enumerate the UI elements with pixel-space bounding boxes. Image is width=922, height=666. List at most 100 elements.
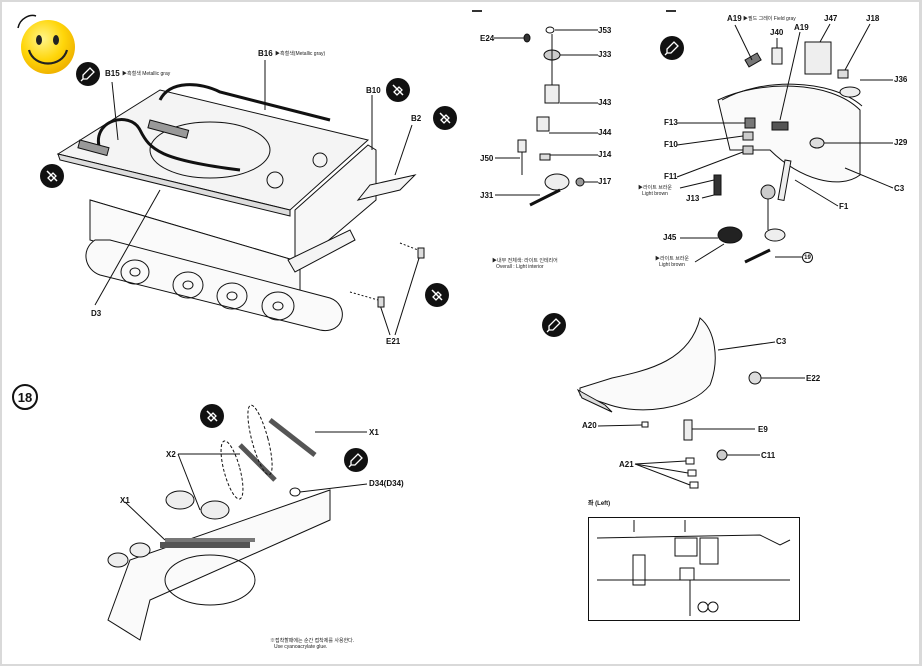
inset-left-view-drawing	[596, 520, 791, 616]
inset-title: 좌 (Left)	[588, 501, 611, 507]
no-glue-glyph	[46, 170, 58, 182]
part-j50	[517, 139, 527, 153]
no-glue-glyph	[439, 112, 451, 124]
step-reference-19: 19	[802, 252, 813, 263]
label-f10: F10	[664, 140, 678, 149]
label-d3: D3	[91, 309, 102, 318]
label-j33: J33	[598, 50, 612, 59]
part-j31-arm	[529, 188, 561, 207]
part-e21-b	[377, 296, 385, 308]
step-number: 18	[12, 384, 38, 410]
label-b2: B2	[411, 114, 422, 123]
part-j45	[717, 226, 743, 244]
leader-c3-b	[717, 341, 776, 351]
inset-seat	[632, 554, 646, 586]
deck-fitting-1	[266, 171, 284, 189]
label-a19-a: A19	[727, 14, 742, 23]
part-a19-b	[771, 121, 789, 131]
label-j31: J31	[480, 191, 494, 200]
part-c3-flange	[576, 388, 613, 413]
part-f1	[777, 159, 792, 202]
label-c3-bracket: C3	[776, 337, 787, 346]
label-j17: J17	[598, 177, 612, 186]
leader-a21-c	[634, 463, 691, 486]
leader-e21-b	[394, 254, 421, 336]
glue-tube-glyph	[80, 67, 95, 82]
inset-wheel-b	[707, 601, 719, 613]
j45-paint-note: ▶라이트 브라운 Light brown	[655, 256, 689, 269]
hull-assembly-drawing	[56, 60, 425, 336]
label-j47: J47	[824, 14, 838, 23]
seat-assembly-knob	[760, 184, 776, 200]
road-wheels	[120, 259, 295, 321]
rear-deck-body	[107, 489, 331, 641]
no-glue-icon	[40, 164, 64, 188]
leader-j45-note	[694, 243, 725, 263]
label-b15-paint: ▶흑철색 Metallic gray	[122, 71, 171, 77]
part-a20	[641, 421, 649, 428]
track-run	[85, 239, 343, 331]
leader-f10	[676, 135, 744, 146]
seat-assembly-pad	[764, 228, 786, 242]
leader-b15	[111, 81, 119, 141]
leader-a21-a	[634, 460, 687, 465]
glue-icon	[76, 62, 100, 86]
rear-deck-hatch	[164, 554, 256, 606]
interior-paint-note-en: Overall : Light interior	[496, 264, 544, 271]
part-a21-c	[689, 481, 699, 489]
label-j40: J40	[770, 28, 784, 37]
no-glue-icon	[200, 404, 224, 428]
part-j14	[539, 153, 551, 161]
smiley-face-icon	[17, 14, 75, 74]
leader-j47	[819, 23, 831, 43]
leader-c3	[844, 167, 894, 189]
part-a21-b	[687, 469, 697, 477]
glue-usage-note-ko: ※접착할때에는 순간 접착제를 사용한다.	[270, 638, 355, 644]
label-x2: X2	[166, 450, 176, 459]
bracket-ghost-b	[247, 404, 273, 476]
j45-paint-note-en: Light brown	[659, 262, 685, 269]
bracket-c3-drawing	[576, 317, 805, 489]
part-j17	[575, 177, 585, 187]
inset-panel-b	[699, 537, 719, 565]
exhaust-2	[129, 542, 151, 558]
no-glue-icon	[433, 106, 457, 130]
label-a19-a-paint: ▶필드 그레이 Field gray	[743, 16, 796, 22]
part-j29	[809, 137, 825, 149]
inset-roofline	[596, 534, 791, 546]
rear-flap-lower	[287, 229, 356, 273]
leader-f11	[676, 151, 744, 178]
label-b16: B16	[258, 49, 273, 58]
leader-e21-a	[379, 304, 391, 336]
interior-paint-note-ko: ▶내부 전체색: 라이트 인테리어	[492, 258, 558, 264]
label-b16-paint: ▶흑철색(Metallic gray)	[275, 51, 326, 57]
part-j36	[839, 86, 861, 98]
leader-j18	[844, 23, 871, 71]
part-c11	[716, 449, 728, 461]
label-j14: J14	[598, 150, 612, 159]
label-e21: E21	[386, 337, 401, 346]
step-18-drawing	[107, 404, 368, 641]
glue-usage-note-en: Use cyanoacrylate glue.	[274, 644, 328, 651]
label-f13: F13	[664, 118, 678, 127]
label-f1: F1	[839, 202, 849, 211]
glue-icon	[542, 313, 566, 337]
part-a19-a	[744, 52, 762, 68]
seat-assembly-arm	[744, 248, 771, 264]
part-j18	[837, 69, 849, 79]
deck-hatch-ring	[149, 121, 271, 179]
label-j13: J13	[686, 194, 700, 203]
no-glue-glyph	[431, 289, 443, 301]
label-c11: C11	[761, 451, 776, 460]
part-e22	[748, 371, 762, 385]
glue-tube-glyph	[348, 453, 363, 468]
glue-tube-glyph	[546, 318, 561, 333]
label-j36: J36	[894, 75, 908, 84]
glue-icon	[660, 36, 684, 60]
seat-assembly-drawing	[494, 26, 598, 207]
no-glue-glyph	[392, 84, 404, 96]
part-x2	[238, 443, 277, 482]
part-j47	[804, 41, 832, 75]
label-j50: J50	[480, 154, 494, 163]
part-j53	[545, 26, 555, 34]
